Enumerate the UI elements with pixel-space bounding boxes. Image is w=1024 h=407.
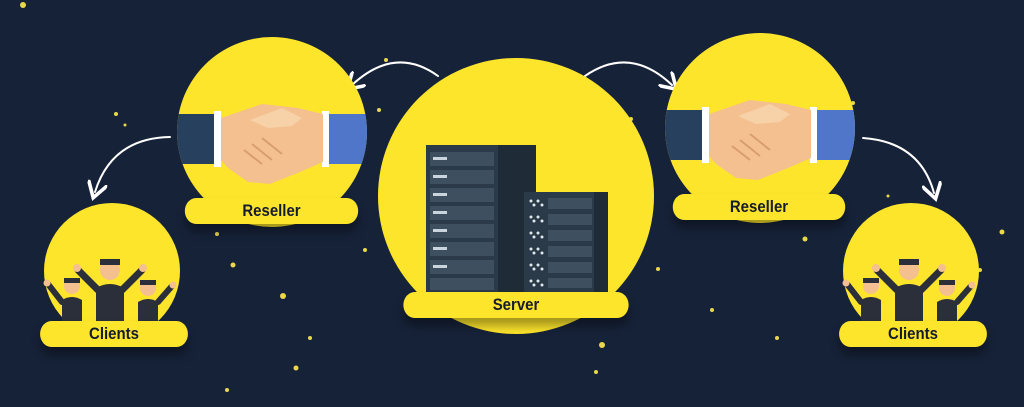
arrow-reseller-to-clients-right bbox=[862, 137, 934, 193]
arrow-server-to-reseller-left bbox=[352, 61, 439, 85]
clients-right-label: Clients bbox=[839, 321, 987, 347]
arrow-server-to-reseller-right bbox=[584, 61, 672, 85]
arrow-reseller-to-clients-left bbox=[95, 136, 171, 192]
server-node bbox=[378, 58, 654, 334]
reseller-right-node bbox=[665, 33, 855, 223]
clients-left-label: Clients bbox=[40, 321, 188, 347]
server-rack-icon bbox=[426, 145, 608, 293]
people-group-icon bbox=[842, 259, 976, 322]
server-label: Server bbox=[403, 292, 629, 318]
clients-right-node bbox=[842, 203, 979, 339]
handshake-icon bbox=[177, 104, 367, 184]
reseller-left-node bbox=[177, 37, 367, 227]
connection-arrows bbox=[95, 61, 934, 193]
reseller-left-label: Reseller bbox=[184, 198, 359, 224]
clients-left-node bbox=[43, 203, 180, 339]
handshake-icon bbox=[665, 100, 855, 180]
people-group-icon bbox=[43, 259, 177, 322]
reseller-right-label: Reseller bbox=[672, 194, 846, 220]
